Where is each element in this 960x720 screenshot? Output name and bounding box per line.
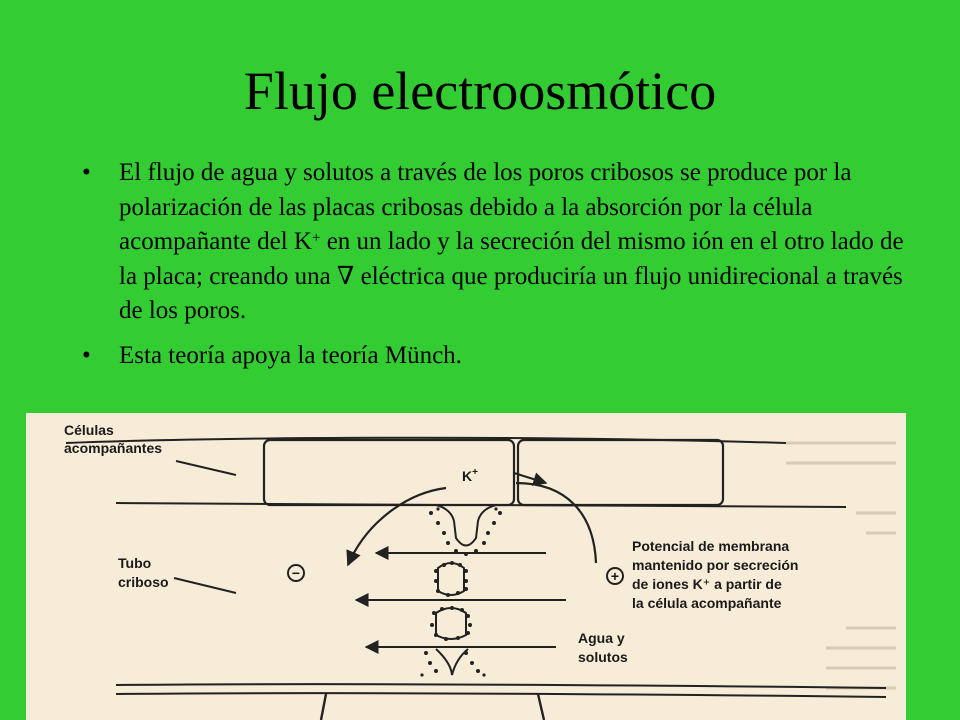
background-scan-lines — [786, 441, 896, 690]
label-potential-2: mantenido por secreción — [632, 557, 798, 573]
electroosmotic-diagram: − + Células acompañantes Tubo criboso K+… — [26, 413, 906, 720]
pore-outline-1 — [437, 562, 465, 596]
pore-outline-3 — [435, 648, 469, 676]
bullet-text-2: Esta teoría apoya la teoría Münch. — [119, 341, 462, 369]
label-water-2: solutos — [578, 649, 628, 665]
pointer-companion — [175, 460, 237, 476]
sieve-tube-bottom-wall-2 — [115, 692, 887, 698]
label-tube-2: criboso — [118, 574, 169, 590]
lower-cell-wall-left — [319, 693, 328, 720]
k-arrow — [513, 472, 548, 486]
flow-arrows — [354, 546, 566, 654]
curved-arrow-right — [515, 481, 598, 564]
sieve-tube-top-wall — [115, 502, 847, 547]
pointer-sieve-tube — [173, 577, 237, 594]
positive-symbol-circle — [606, 567, 624, 585]
negative-sign: − — [292, 565, 300, 581]
slide-title: Flujo electroosmótico — [243, 61, 717, 121]
label-potential-1: Potencial de membrana — [632, 538, 789, 554]
label-tube-1: Tubo — [118, 555, 151, 571]
label-potential-4: la célula acompañante — [632, 595, 782, 611]
label-water-1: Agua y — [578, 630, 625, 646]
bullet-text-1b: en un lado y la secreción del mismo ión … — [119, 228, 904, 324]
potassium-superscript: + — [311, 230, 321, 246]
label-companion-2: acompañantes — [64, 440, 162, 456]
bullet-icon: • — [82, 159, 91, 186]
curved-arrow-left — [346, 486, 447, 567]
companion-cell-right — [516, 438, 725, 507]
positive-sign: + — [611, 568, 619, 584]
bullet-icon: • — [82, 341, 91, 369]
diagram-svg: − + Células acompañantes Tubo criboso K+… — [64, 422, 896, 720]
bullet-item-2: • Esta teoría apoya la teoría Münch. — [82, 339, 912, 374]
label-companion-1: Células — [64, 422, 114, 438]
label-potential-3: de iones K⁺ a partir de — [632, 576, 782, 592]
bullet-item-1: • El flujo de agua y solutos a través de… — [82, 156, 912, 329]
label-potassium: K+ — [462, 467, 478, 484]
negative-symbol-circle — [287, 564, 305, 582]
pore-outline-2 — [435, 607, 467, 640]
bullet-text-1a: El flujo de agua y solutos a través de l… — [119, 159, 852, 255]
bullet-list: • El flujo de agua y solutos a través de… — [82, 156, 912, 383]
lower-cell-wall-right — [536, 693, 546, 720]
sieve-tube-bottom-wall — [115, 683, 887, 689]
